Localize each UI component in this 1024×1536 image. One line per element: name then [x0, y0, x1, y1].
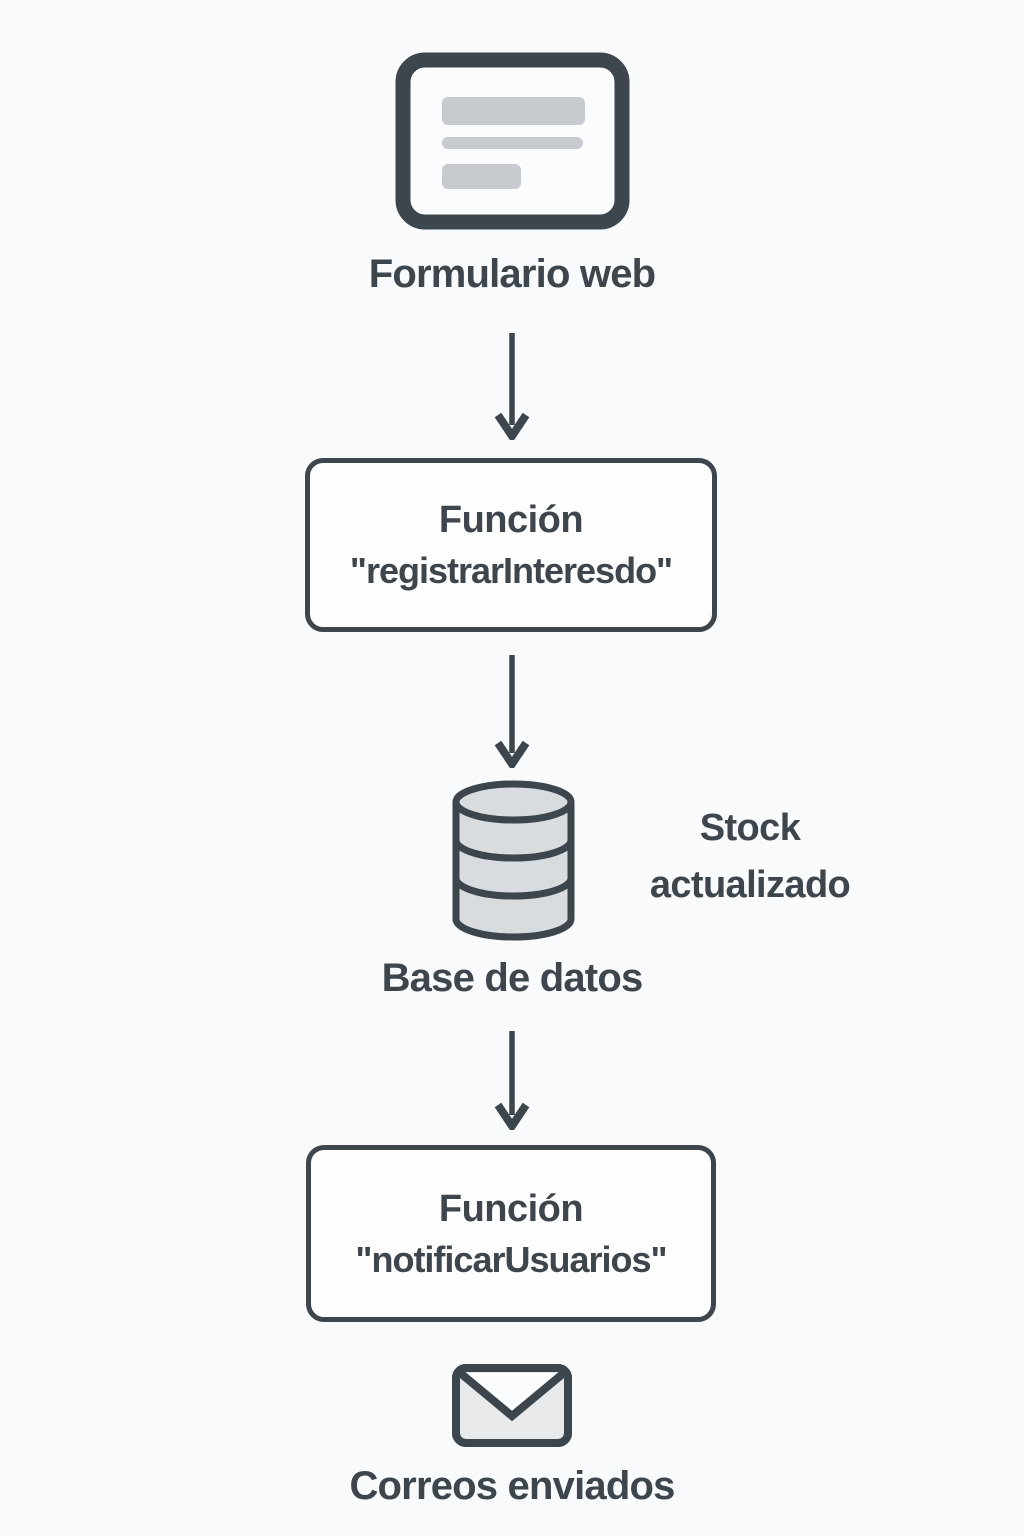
function-box-registrar-interesado: Función "registrarInteresdo"	[305, 458, 717, 632]
function-box-subtitle: "registrarInteresdo"	[349, 550, 673, 591]
mail-label: Correos enviados	[349, 1464, 675, 1508]
web-form-icon	[395, 52, 630, 230]
function-box-notificar-usuarios: Función "notificarUsuarios"	[306, 1145, 716, 1322]
database-label: Base de datos	[381, 956, 644, 1000]
stock-annotation: Stock actualizado	[649, 807, 851, 906]
arrow-down-icon	[494, 1031, 530, 1130]
database-icon	[450, 780, 577, 943]
envelope-icon	[451, 1363, 573, 1448]
arrow-down-icon	[494, 333, 530, 440]
form-label: Formulario web	[368, 252, 656, 296]
function-box-title: Función	[438, 499, 584, 541]
function-box-subtitle: "notificarUsuarios"	[355, 1238, 667, 1280]
arrow-down-icon	[494, 655, 530, 768]
function-box-title: Función	[438, 1187, 584, 1230]
